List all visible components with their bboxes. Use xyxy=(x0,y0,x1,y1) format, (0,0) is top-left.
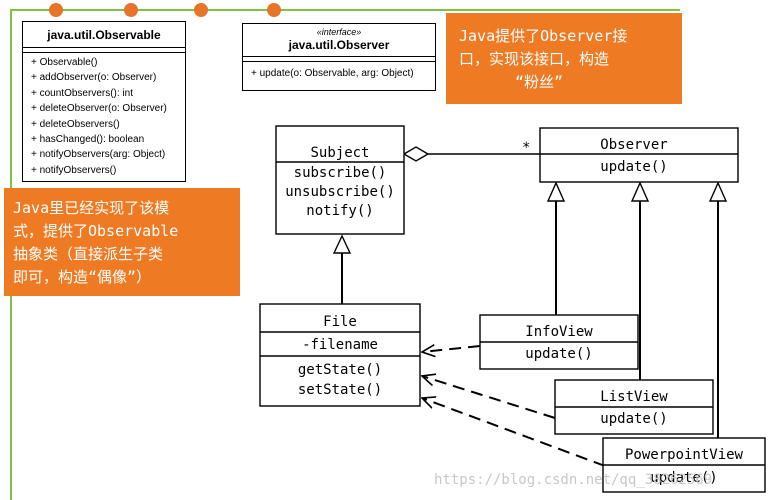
dependency-arrow xyxy=(422,376,556,419)
callout-line: 式，提供了Observable xyxy=(13,222,179,240)
dependency-arrow xyxy=(422,346,481,352)
subject-class-name: Subject xyxy=(310,145,369,161)
interface-stereotype: «interface» xyxy=(316,27,362,37)
observer-class: Observer update() xyxy=(539,127,739,183)
observer-interface-method: + update(o: Observable, arg: Object) xyxy=(251,68,414,79)
dependency-arrow xyxy=(422,398,606,467)
multiplicity-label: * xyxy=(522,140,530,156)
callout-line: Java里已经实现了该模 xyxy=(13,199,170,217)
decor-dot xyxy=(124,3,138,17)
callout-line: Java提供了Observer接 xyxy=(459,27,628,45)
observable-method: + deleteObserver(o: Observer) xyxy=(31,103,167,115)
inheritance-triangle xyxy=(630,181,650,202)
observable-attributes-section xyxy=(23,47,185,52)
observable-method: + deleteObservers() xyxy=(31,118,120,130)
observer-callout: Java提供了Observer接 口，实现该接口，构造 “粉丝” xyxy=(446,13,682,104)
callout-line: 抽象类（直接派生子类 xyxy=(13,245,164,263)
observable-method: + Observable() xyxy=(31,57,98,68)
observer-interface-box: «interface» java.util.Observer + update(… xyxy=(242,23,436,91)
file-op: setState() xyxy=(298,382,382,398)
observer-attributes-section xyxy=(243,56,435,61)
infoview-class: InfoView update() xyxy=(479,314,639,370)
slide-top-rule xyxy=(10,9,680,11)
file-attribute: -filename xyxy=(302,337,378,353)
decor-dot xyxy=(267,3,281,17)
observable-callout: Java里已经实现了该模 式，提供了Observable 抽象类（直接派生子类 … xyxy=(4,188,240,296)
decor-dot xyxy=(194,3,208,17)
decor-dot xyxy=(49,3,63,17)
aggregation-diamond xyxy=(402,146,430,162)
observable-methods-section: + Observable() + addObserver(o: Observer… xyxy=(23,52,185,180)
infoview-class-name: InfoView xyxy=(525,324,593,340)
powerpointview-class-name: PowerpointView xyxy=(625,447,744,463)
observer-class-name: Observer xyxy=(600,137,667,153)
observable-method: + notifyObservers() xyxy=(31,164,117,176)
observable-method: + hasChanged(): boolean xyxy=(31,134,145,146)
observable-class-title: java.util.Observable xyxy=(47,28,161,42)
subject-op: subscribe() xyxy=(294,165,387,181)
observable-class-box: java.util.Observable + Observable() + ad… xyxy=(22,21,186,182)
listview-op: update() xyxy=(600,411,667,427)
inheritance-triangle xyxy=(546,181,566,202)
observable-method: + notifyObservers(arg: Object) xyxy=(31,149,166,161)
powerpointview-class: PowerpointView update() xyxy=(602,437,766,493)
listview-class-name: ListView xyxy=(600,389,668,405)
observer-interface-title: java.util.Observer xyxy=(288,38,390,52)
subject-class: Subject subscribe() unsubscribe() notify… xyxy=(275,125,405,235)
inheritance-triangle xyxy=(708,181,728,202)
file-class-name: File xyxy=(323,314,357,330)
inheritance-triangle xyxy=(332,234,352,254)
file-class: File -filename getState() setState() xyxy=(259,303,421,407)
callout-line: “粉丝” xyxy=(515,73,564,91)
observable-method: + countObservers(): int xyxy=(31,87,133,99)
listview-class: ListView update() xyxy=(554,379,714,435)
powerpointview-op: update() xyxy=(650,470,717,486)
callout-line: 即可，构造“偶像”） xyxy=(13,268,152,286)
observer-methods-section: + update(o: Observable, arg: Object) xyxy=(243,61,435,83)
watermark-url: https://blog.csdn.net/qq_38262569 xyxy=(434,472,713,488)
file-op: getState() xyxy=(298,362,382,378)
subject-op: unsubscribe() xyxy=(285,184,395,200)
observer-op: update() xyxy=(600,159,667,175)
subject-op: notify() xyxy=(306,203,373,219)
callout-line: 口，实现该接口，构造 xyxy=(459,50,610,68)
observable-method: + addObserver(o: Observer) xyxy=(31,72,157,84)
infoview-op: update() xyxy=(525,346,592,362)
